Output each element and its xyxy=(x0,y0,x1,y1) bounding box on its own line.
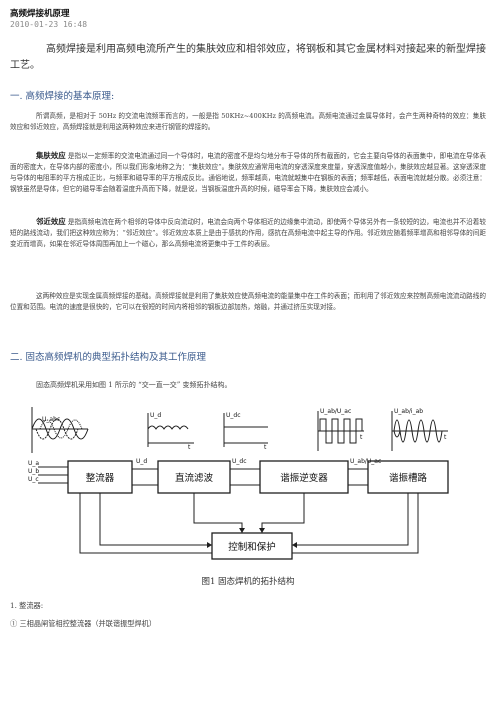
section1-paragraph1: 所谓高频，是相对于 50Hz 的交流电流频率而言的，一般是指 50KHz~400… xyxy=(10,112,486,131)
label-u-abc: U_abc xyxy=(42,416,60,423)
skin-effect-text: 是指以一定频率的交流电流通过同一个导体时，电流的密度不是均匀地分布于导体的所有截… xyxy=(10,152,486,193)
label-u-b: U_b xyxy=(28,468,39,475)
resonant-waveform xyxy=(391,411,448,451)
figure-caption: 图1 固态焊机的拓扑结构 xyxy=(201,577,295,587)
label-u-dc-line: U_dc xyxy=(232,458,247,465)
topology-diagram: 整流器 直流滤波 谐振逆变器 谐振槽路 控制和保护 U_abc U_a U_b … xyxy=(28,407,449,560)
label-u-ab-uac: U_ab/U_ac xyxy=(320,408,351,415)
block-control-protection: 控制和保护 xyxy=(228,541,276,553)
article-date: 2010-01-23 16:48 xyxy=(10,20,88,29)
list-item-2: ① 三相晶闸管相控整流器（并联谐振型焊机） xyxy=(10,619,157,628)
proximity-effect-paragraph: 邻近效应 是指高频电流在两个相邻的导体中反向流动时，电流会向两个导体相近的边缘集… xyxy=(10,216,486,250)
square-waveform xyxy=(317,411,364,451)
section1-heading: 一. 高频焊接的基本原理: xyxy=(10,91,115,102)
rectified-waveform xyxy=(147,413,194,447)
label-t-1: t xyxy=(188,444,191,451)
lead-paragraph: 高频焊接是利用高频电流所产生的集肤效应和相邻效应，将钢板和其它金属材料对接起来的… xyxy=(10,44,486,71)
label-u-c: U_c xyxy=(28,476,39,483)
skin-effect-paragraph: 集肤效应 是指以一定频率的交流电流通过同一个导体时，电流的密度不是均匀地分布于导… xyxy=(10,150,486,195)
section2-heading: 二. 固态高频焊机的典型拓扑结构及其工作原理 xyxy=(10,352,207,363)
block-resonant-tank: 谐振槽路 xyxy=(389,472,428,484)
list-item-1: 1. 整流器: xyxy=(10,601,44,610)
skin-effect-term: 集肤效应 xyxy=(36,151,66,160)
three-phase-waveform xyxy=(31,407,89,453)
article-title: 高频焊接机原理 xyxy=(10,9,70,19)
proximity-effect-text: 是指高频电流在两个相邻的导体中反向流动时，电流会向两个导体相近的边缘集中流动，即… xyxy=(10,218,486,248)
label-t-2: t xyxy=(264,444,267,451)
proximity-effect-term: 邻近效应 xyxy=(36,217,66,226)
label-u-d: U_d xyxy=(150,412,161,419)
label-u-d-line: U_d xyxy=(136,458,147,465)
block-dc-filter: 直流滤波 xyxy=(175,472,214,484)
block-rectifier: 整流器 xyxy=(86,472,115,484)
section2-intro: 固态高频焊机采用如图 1 所示的 “交一直一交” 变频拓扑结构。 xyxy=(36,381,232,389)
section1-paragraph2: 这两种效应是实现金属高频焊接的基础。高频焊接就是利用了集肤效应使高频电流的能量集… xyxy=(10,292,486,311)
dc-waveform xyxy=(223,413,268,447)
label-u-dc: U_dc xyxy=(226,412,241,419)
label-u-a: U_a xyxy=(28,460,39,467)
block-resonant-inverter: 谐振逆变器 xyxy=(280,472,328,484)
label-u-ab-line: U_ab/U_ac xyxy=(350,458,381,465)
label-t-3: t xyxy=(360,434,363,441)
label-u-ab-i: U_ab/i_ab xyxy=(394,408,423,415)
label-t-4: t xyxy=(444,434,447,441)
